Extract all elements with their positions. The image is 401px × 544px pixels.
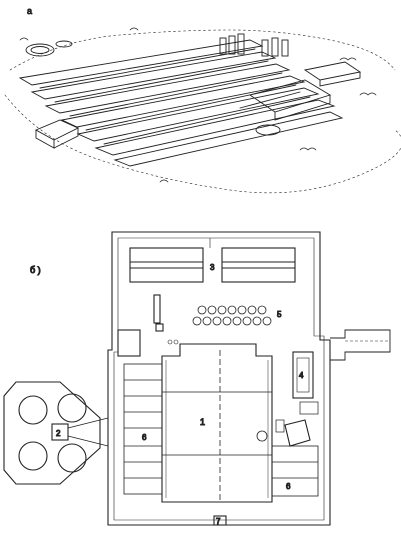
side-block-right [271,445,319,497]
east-block [292,351,314,399]
main-building [161,343,273,503]
north-block [129,238,296,283]
perspective-sketch: а [4,6,401,194]
tanks [192,305,272,326]
label-north-block: 3 [210,263,215,272]
label-main-building: 1 [200,417,205,427]
east-road [330,329,391,361]
label-east-block: 4 [299,371,304,380]
long-sheds [18,39,344,167]
label-west-block: 2 [56,429,61,438]
west-block [3,381,109,485]
label-tanks: 5 [277,310,282,319]
panel-a-label: а [27,6,32,16]
label-side-block-right: 6 [286,482,291,491]
gate [213,515,227,526]
silos [219,33,289,57]
site-plan: б ) 3 [3,231,391,527]
panel-b-label: б ) [30,265,41,275]
label-side-block-left: 6 [142,433,147,442]
label-gate: 7 [216,517,221,526]
side-block-left [123,363,163,495]
